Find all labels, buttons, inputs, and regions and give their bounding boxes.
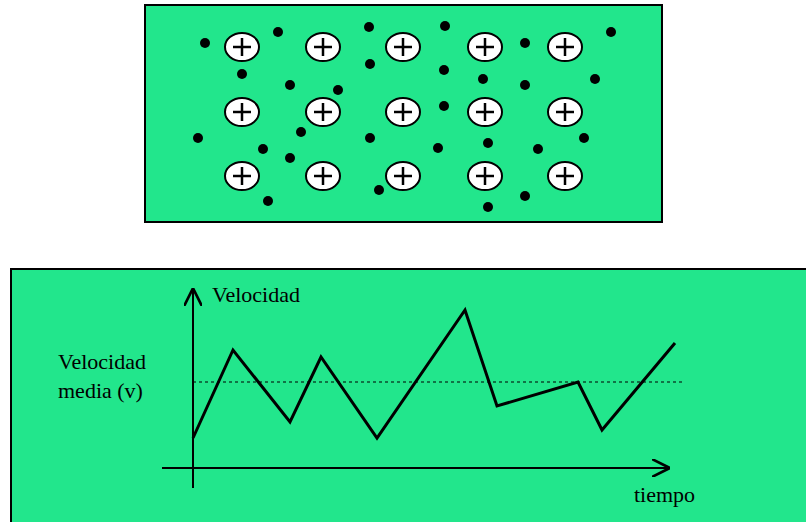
electrons (193, 21, 616, 212)
metal-panel (145, 5, 662, 222)
mean-line (193, 382, 682, 383)
graph-panel (11, 269, 806, 522)
axis-label: tiempo (634, 481, 695, 510)
y-axis (192, 290, 194, 488)
positive-ions (225, 33, 582, 190)
mean-label: Velocidad media (v) (58, 348, 192, 405)
x-axis (162, 467, 668, 469)
velocity-curve (193, 310, 675, 438)
axis-label: Velocidad (212, 281, 300, 310)
